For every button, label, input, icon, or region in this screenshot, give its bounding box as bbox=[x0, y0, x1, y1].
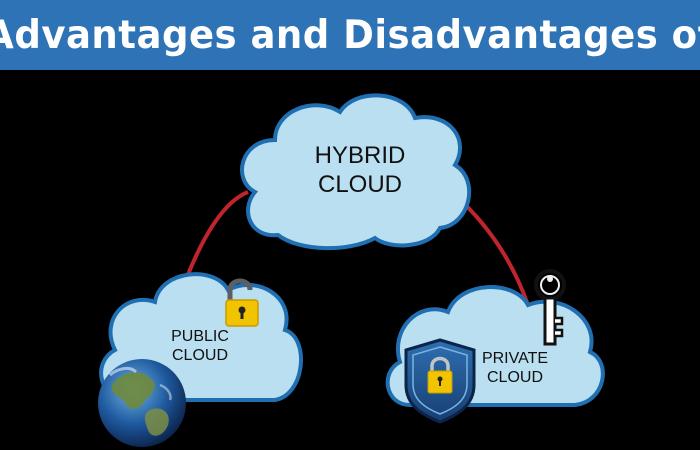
public-cloud-label: PUBLIC CLOUD bbox=[155, 327, 245, 365]
title-banner: Advantages and Disadvantages of bbox=[0, 0, 700, 70]
public-line2: CLOUD bbox=[171, 347, 228, 365]
globe-icon bbox=[98, 359, 186, 447]
hybrid-cloud-shape bbox=[240, 93, 472, 251]
open-padlock-icon bbox=[225, 278, 259, 327]
hybrid-line1: HYBRID bbox=[314, 142, 406, 169]
private-line1: PRIVATE bbox=[481, 350, 549, 367]
shield-lock-icon bbox=[404, 338, 476, 424]
private-line2: CLOUD bbox=[486, 369, 543, 387]
hybrid-line2: CLOUD bbox=[317, 170, 402, 198]
public-line1: PUBLIC bbox=[171, 328, 229, 345]
private-cloud-label: PRIVATE CLOUD bbox=[470, 349, 560, 387]
hybrid-cloud-label: HYBRID CLOUD bbox=[300, 142, 420, 200]
key-icon bbox=[534, 269, 566, 346]
page-title: Advantages and Disadvantages of bbox=[0, 12, 700, 58]
